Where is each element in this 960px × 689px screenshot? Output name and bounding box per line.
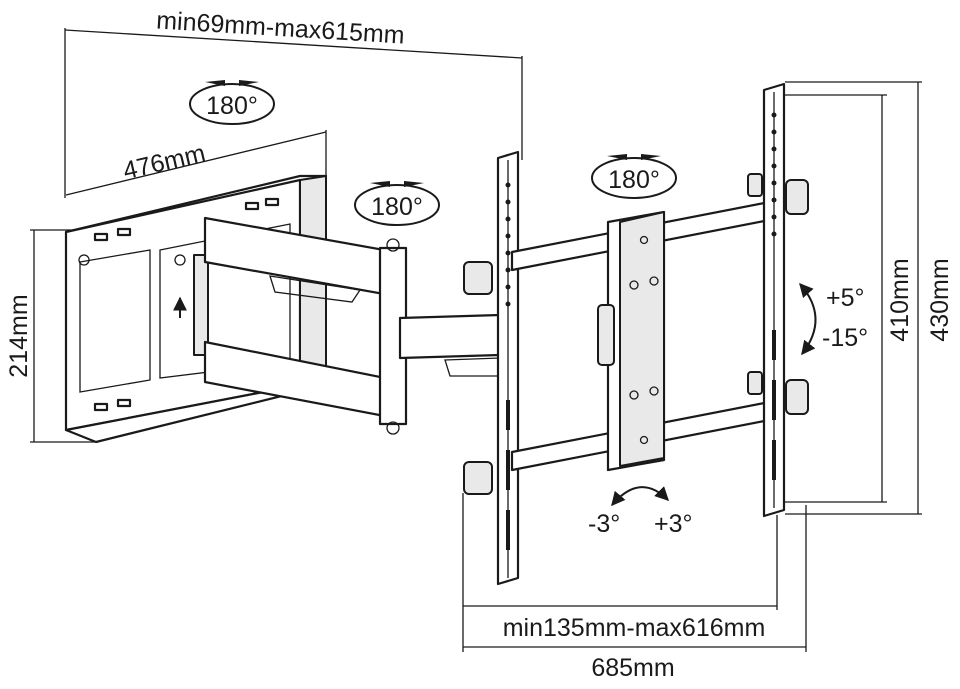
overall-width-label: 685mm (591, 654, 674, 682)
wall-plate-width-label: 476mm (120, 139, 208, 185)
arm-swivel-label: 180° (371, 193, 423, 221)
wall-plate-height-label: 214mm (5, 294, 33, 377)
wall-swivel-label: 180° (206, 92, 258, 120)
swivel-ellipse-wall (189, 83, 275, 125)
left-vesa-strip (463, 150, 520, 586)
level-minus-label: -3° (588, 510, 620, 538)
level-plus-label: +3° (654, 510, 693, 538)
articulating-arms (193, 216, 502, 435)
tilt-head (597, 210, 666, 472)
overall-height-label: 430mm (926, 258, 954, 341)
tilt-arc (799, 282, 817, 356)
level-arc (611, 486, 669, 507)
vesa-horizontal-label: min135mm-max616mm (503, 614, 766, 642)
swivel-ellipse-arm (354, 184, 440, 226)
rotation-indicators (189, 80, 817, 507)
vesa-vertical-label: 410mm (886, 258, 914, 341)
swivel-ellipse-head (591, 157, 677, 199)
head-swivel-label: 180° (608, 166, 660, 194)
dimension-lines (30, 28, 922, 652)
right-vesa-strip (747, 82, 809, 518)
tilt-down-label: -15° (822, 324, 868, 352)
tilt-up-label: +5° (826, 284, 865, 312)
